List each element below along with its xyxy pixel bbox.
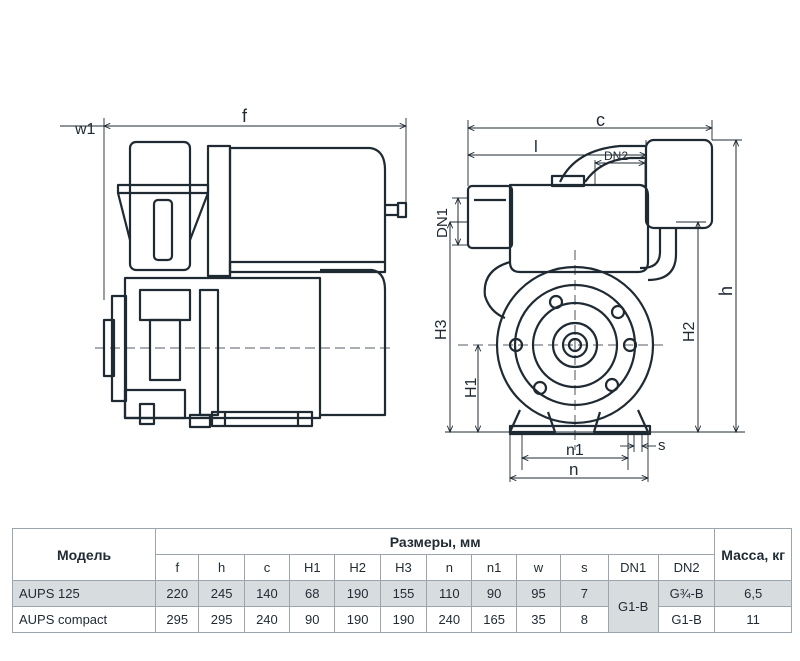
row-model: AUPS compact	[11, 606, 157, 633]
pump-drawing: w1 f	[60, 106, 745, 482]
table-row: AUPS 125 220 245 140 68 190 155 110 90 9…	[11, 580, 792, 633]
col-H2: H2	[334, 554, 381, 581]
col-n: n	[426, 554, 473, 581]
cell-w: 35	[515, 606, 562, 633]
col-DN2: DN2	[657, 554, 716, 581]
cell-H3: 155	[379, 580, 428, 607]
cell-n: 240	[426, 606, 473, 633]
col-f: f	[155, 554, 200, 581]
cell-h: 245	[198, 580, 245, 607]
cell-n1: 165	[471, 606, 517, 633]
label-h1: H1	[463, 377, 480, 398]
cell-H2: 190	[334, 606, 381, 633]
label-w1: w1	[74, 121, 96, 138]
cell-w: 95	[515, 580, 562, 607]
cell-H1: 90	[289, 606, 336, 633]
label-dn2: DN2	[604, 149, 628, 163]
label-h3: H3	[433, 319, 450, 340]
label-dn1: DN1	[434, 208, 451, 238]
front-dims	[445, 120, 745, 482]
side-dims	[60, 118, 406, 300]
label-f: f	[242, 106, 248, 126]
col-h: h	[198, 554, 245, 581]
header-dimensions: Размеры, мм	[155, 528, 716, 555]
cell-c: 140	[243, 580, 291, 607]
label-n: n	[569, 460, 578, 479]
col-c: c	[243, 554, 291, 581]
cell-n1: 90	[471, 580, 517, 607]
label-h: h	[716, 286, 736, 296]
dimensions-table: Модель Размеры, мм Масса, кг f h c H1 H2…	[11, 528, 792, 633]
cell-c: 240	[243, 606, 291, 633]
cell-H2: 190	[334, 580, 381, 607]
header-model: Модель	[11, 528, 157, 581]
side-view	[102, 140, 408, 429]
col-H1: H1	[289, 554, 336, 581]
cell-h: 295	[198, 606, 245, 633]
front-view	[466, 138, 714, 436]
cell-f: 295	[155, 606, 200, 633]
cell-n: 110	[426, 580, 473, 607]
cell-DN2: G¾-B	[657, 580, 716, 607]
cell-s: 7	[560, 580, 609, 607]
cell-mass: 11	[714, 606, 792, 633]
col-s: s	[560, 554, 609, 581]
cell-DN1-merged: G1-B	[607, 580, 659, 633]
cell-DN2: G1-B	[657, 606, 716, 633]
col-H3: H3	[379, 554, 428, 581]
label-n1: n1	[566, 442, 584, 459]
label-h2: H2	[681, 321, 698, 342]
cell-f: 220	[155, 580, 200, 607]
cell-H3: 190	[379, 606, 428, 633]
header-mass: Масса, кг	[714, 528, 792, 581]
col-n1: n1	[471, 554, 517, 581]
label-s: s	[658, 437, 666, 454]
col-w: w	[515, 554, 562, 581]
cell-s: 8	[560, 606, 609, 633]
cell-mass: 6,5	[714, 580, 792, 607]
table-row: AUPS compact 295 295 240 90 190 190 240 …	[11, 606, 792, 633]
row-model: AUPS 125	[11, 580, 157, 607]
label-l: l	[534, 137, 538, 156]
col-DN1: DN1	[607, 554, 659, 581]
cell-H1: 68	[289, 580, 336, 607]
label-c: c	[596, 110, 605, 130]
